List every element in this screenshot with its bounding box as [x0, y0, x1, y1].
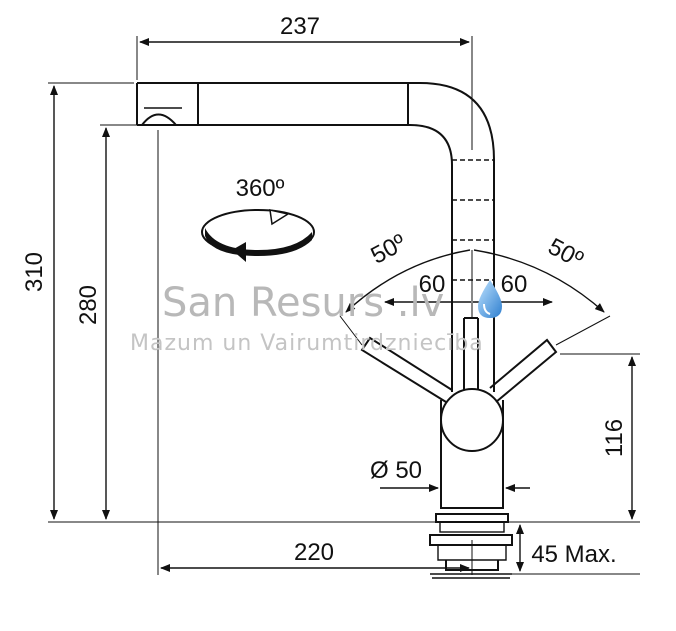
dim-base-diameter: Ø 50	[370, 457, 422, 484]
watermark-tagline: Mazum un Vairumtirdzniecība	[130, 331, 484, 356]
dim-deck-thickness: 45 Max.	[531, 541, 616, 568]
rotation-arrow-icon	[201, 209, 315, 262]
dim-lever-height: 116	[601, 419, 628, 457]
dim-base-reach: 220	[294, 539, 334, 566]
dim-lever-angle-left: 50º	[366, 229, 410, 270]
water-drop-icon	[478, 280, 502, 318]
dimension-lines	[48, 36, 640, 575]
dim-spout-reach: 237	[280, 13, 320, 40]
dim-spout-height: 280	[75, 285, 102, 325]
dim-lever-reach-left: 60	[419, 271, 446, 298]
dim-lever-angle-right: 50º	[544, 233, 588, 274]
dim-lever-reach-right: 60	[501, 271, 528, 298]
watermark-brand: San Resurs .lv	[162, 280, 444, 326]
dim-rotation: 360º	[236, 175, 285, 202]
dim-total-height: 310	[21, 252, 48, 292]
